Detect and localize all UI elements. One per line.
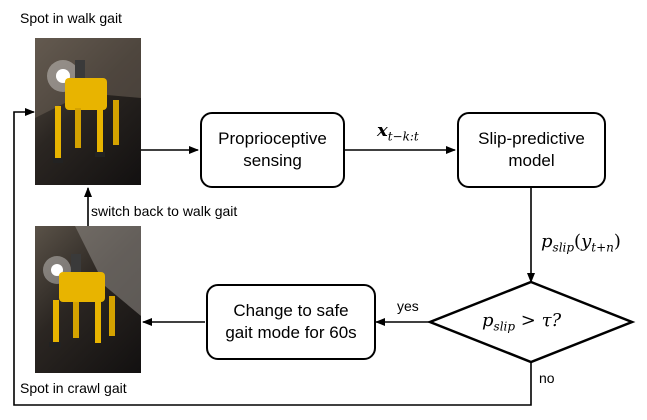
decision-rest: > τ? — [515, 310, 562, 331]
no-label: no — [539, 370, 555, 386]
change-line-2: gait mode for 60s — [225, 323, 357, 342]
arrow-no-feedback — [13, 108, 532, 406]
proprio-line-1: Proprioceptive — [218, 129, 327, 148]
state-x: x — [377, 120, 388, 141]
p-sub: slip — [552, 240, 575, 255]
yes-label: yes — [397, 298, 419, 314]
decision-label: pslip > τ? — [482, 311, 561, 337]
crawl-robot-image — [43, 226, 141, 347]
switch-back-label: switch back to walk gait — [91, 203, 238, 219]
slip-probability-label: pslip(yt+n) — [541, 232, 621, 258]
slip-predictive-model-box: Slip-predictive model — [457, 112, 606, 188]
p-open: ( — [574, 231, 582, 252]
decision-sub: slip — [493, 319, 516, 334]
y-base: y — [581, 231, 592, 252]
proprioceptive-sensing-box: Proprioceptive sensing — [200, 112, 345, 188]
y-sub: t+n — [591, 240, 614, 255]
state-window-label: xt−k:t — [377, 121, 419, 147]
slip-line-2: model — [508, 151, 555, 170]
change-line-1: Change to safe — [233, 301, 349, 320]
p-close: ) — [613, 231, 621, 252]
proprio-line-2: sensing — [243, 151, 302, 170]
walk-gait-caption: Spot in walk gait — [20, 10, 122, 26]
change-gait-box: Change to safe gait mode for 60s — [206, 284, 376, 360]
decision-p: p — [482, 310, 494, 331]
walk-robot-image — [35, 38, 141, 163]
slip-line-1: Slip-predictive — [478, 129, 585, 148]
state-x-sub: t−k:t — [387, 129, 419, 144]
p-base: p — [541, 231, 553, 252]
crawl-gait-photo — [35, 226, 141, 373]
crawl-gait-caption: Spot in crawl gait — [20, 380, 127, 396]
decision-diamond — [426, 280, 636, 364]
walk-gait-photo — [35, 38, 141, 185]
